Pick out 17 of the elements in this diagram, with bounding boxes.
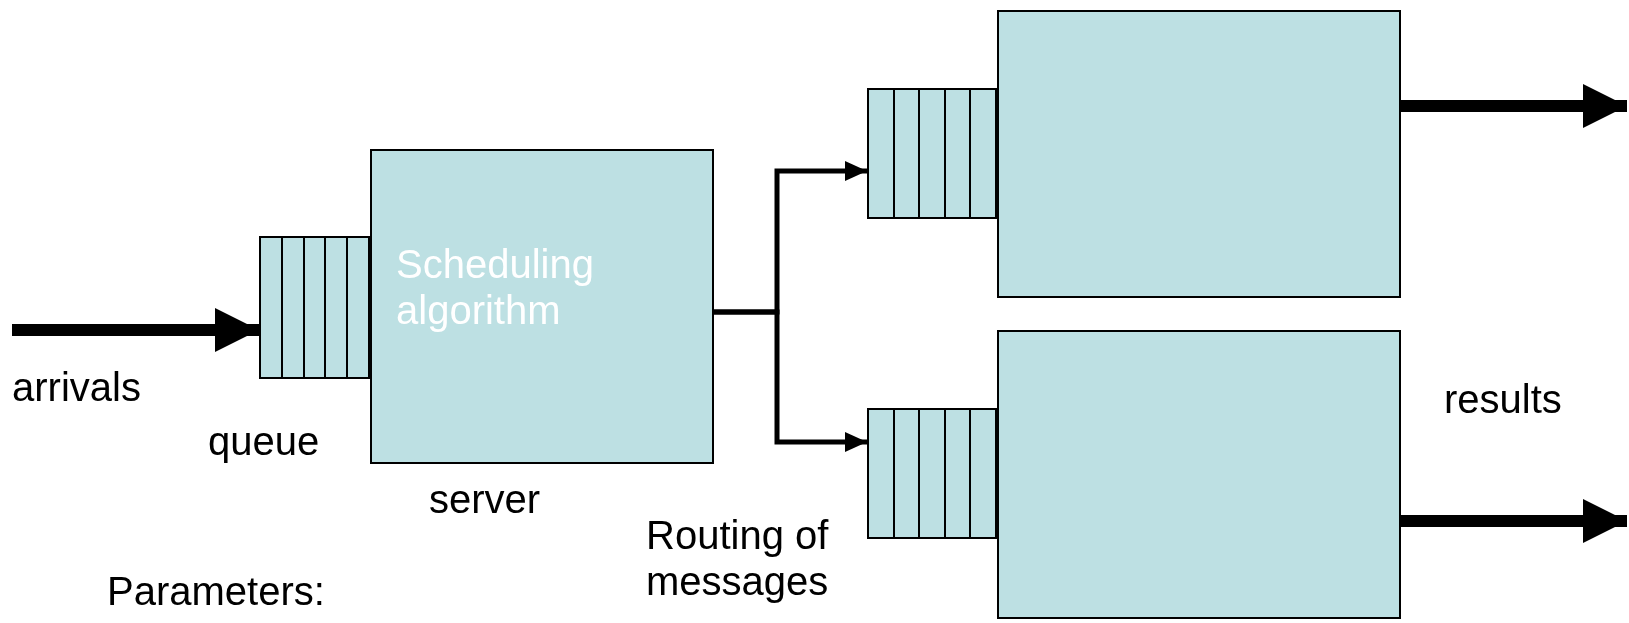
server-box: [997, 330, 1401, 619]
queue-box: [867, 88, 997, 219]
arrow: [1401, 499, 1627, 543]
arrow: [12, 308, 259, 352]
queue-box: [867, 408, 997, 539]
text-label: results: [1444, 376, 1563, 422]
queue-box: [259, 236, 370, 379]
text-label: arrivals: [12, 364, 142, 410]
server-label: Scheduling algorithm: [396, 241, 595, 333]
arrow: [714, 309, 867, 452]
text-label: Routing of messages: [646, 512, 830, 604]
node-label: server: [429, 476, 541, 522]
server-box: [997, 10, 1401, 298]
text-label: Parameters:: [107, 568, 326, 614]
server-box: [370, 149, 714, 464]
node-label: queue: [208, 418, 320, 464]
arrow: [1401, 84, 1627, 128]
